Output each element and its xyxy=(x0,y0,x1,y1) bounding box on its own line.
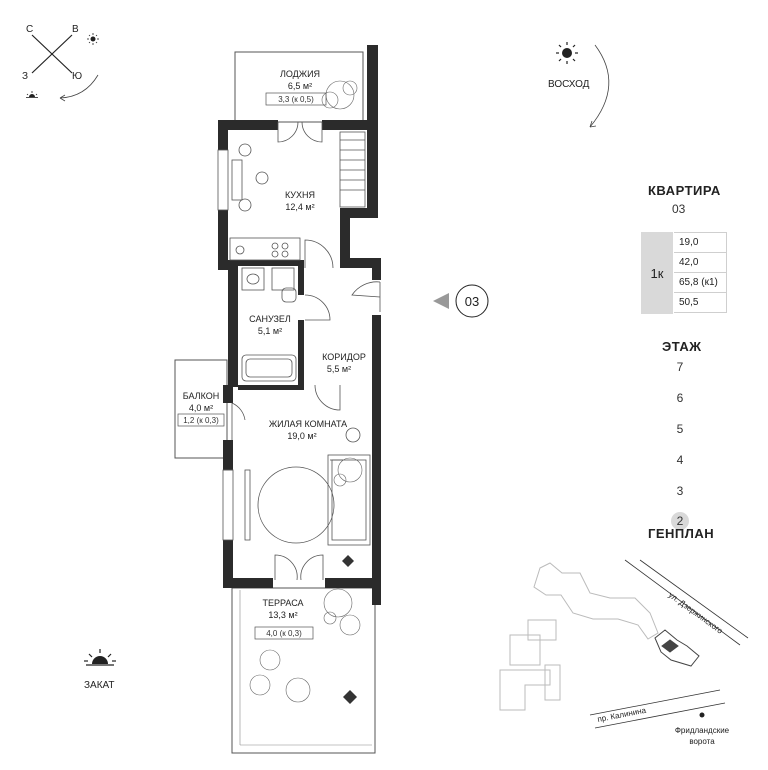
compass-south: Ю xyxy=(72,71,82,82)
doors xyxy=(231,121,381,581)
walls xyxy=(218,45,381,605)
floor-6[interactable]: 6 xyxy=(676,391,684,405)
gate-label-2: ворота xyxy=(689,737,715,746)
bathroom-name: САНУЗЕЛ xyxy=(249,314,291,324)
kitchen-name: КУХНЯ xyxy=(285,190,315,200)
street-dzerzhinskogo: ул. Дзержинского xyxy=(667,590,725,636)
loggia-name: ЛОДЖИЯ xyxy=(280,69,320,79)
sunset-indicator: ЗАКАТ xyxy=(84,649,116,691)
apartment-number: 03 xyxy=(672,202,686,216)
value-area-coef: 65,8 (к1) xyxy=(674,273,726,293)
value-total-area: 42,0 xyxy=(674,253,726,273)
genplan-title: ГЕНПЛАН xyxy=(648,526,715,541)
armchair-icons xyxy=(342,555,357,704)
entrance-arrow-icon xyxy=(433,293,449,309)
entrance-marker: 03 xyxy=(433,284,489,318)
floor-3[interactable]: 3 xyxy=(676,484,684,498)
value-net-area: 50,5 xyxy=(674,293,726,313)
loggia-coef: 3,3 (к 0,5) xyxy=(278,95,314,104)
floor-list: 7 6 5 4 3 2 xyxy=(665,357,695,530)
entrance-number: 03 xyxy=(465,294,479,309)
living-name: ЖИЛАЯ КОМНАТА xyxy=(269,419,347,429)
apartment-type-cell: 1к xyxy=(641,232,673,314)
living-area-value: 19,0 м² xyxy=(287,431,316,441)
balcony-coef: 1,2 (к 0,3) xyxy=(183,416,219,425)
sunrise-indicator: ВОСХОД xyxy=(548,42,610,128)
bathroom-area-value: 5,1 м² xyxy=(258,326,282,336)
floor-4[interactable]: 4 xyxy=(676,453,684,467)
terrace-area-value: 13,3 м² xyxy=(268,610,297,620)
terrace-name: ТЕРРАСА xyxy=(262,598,303,608)
floors-title: ЭТАЖ xyxy=(662,339,702,354)
plant-icons xyxy=(249,80,363,703)
sunset-icon xyxy=(84,649,116,666)
street-kalinina: пр. Калинина xyxy=(597,706,648,724)
sunset-label: ЗАКАТ xyxy=(84,680,115,691)
floor-plan: ЛОДЖИЯ 6,5 м² 3,3 (к 0,5) КУХНЯ 12,4 м² … xyxy=(174,45,381,754)
corridor-name: КОРИДОР xyxy=(322,352,366,362)
kitchen-area-value: 12,4 м² xyxy=(285,202,314,212)
balcony-area-value: 4,0 м² xyxy=(189,403,213,413)
floor-2-active[interactable]: 2 xyxy=(671,512,689,530)
small-sunset-icon xyxy=(26,91,38,98)
compass-east: В xyxy=(72,24,79,35)
terrace-coef: 4,0 (к 0,3) xyxy=(266,629,302,638)
compass-west: З xyxy=(22,71,28,82)
apartment-summary-table: 1к 19,0 42,0 65,8 (к1) 50,5 xyxy=(641,232,727,318)
genplan-map: ул. Дзержинского пр. Калинина Фридландск… xyxy=(499,559,749,746)
compass: С В З Ю xyxy=(22,24,99,102)
loggia-area-value: 6,5 м² xyxy=(288,81,312,91)
balcony-area xyxy=(174,359,228,459)
value-living-area: 19,0 xyxy=(674,233,726,253)
floor-7[interactable]: 7 xyxy=(676,360,684,374)
loggia-area xyxy=(234,51,364,123)
gate-label-1: Фридландские xyxy=(675,726,730,735)
living-furniture xyxy=(244,427,371,546)
small-sun-icon xyxy=(87,33,99,45)
corridor-area-value: 5,5 м² xyxy=(327,364,351,374)
gate-marker-icon xyxy=(699,712,705,718)
kitchen-furniture xyxy=(229,131,366,261)
floor-5[interactable]: 5 xyxy=(676,422,684,436)
compass-north: С xyxy=(26,24,33,35)
bathroom-fixtures xyxy=(241,267,297,382)
terrace-area xyxy=(231,587,376,754)
apartment-type: 1к xyxy=(650,265,664,281)
sun-icon xyxy=(556,42,578,64)
balcony-name: БАЛКОН xyxy=(183,391,219,401)
sunrise-label: ВОСХОД xyxy=(548,79,590,90)
apartment-values: 19,0 42,0 65,8 (к1) 50,5 xyxy=(674,232,727,313)
apartment-title: КВАРТИРА xyxy=(648,183,721,198)
